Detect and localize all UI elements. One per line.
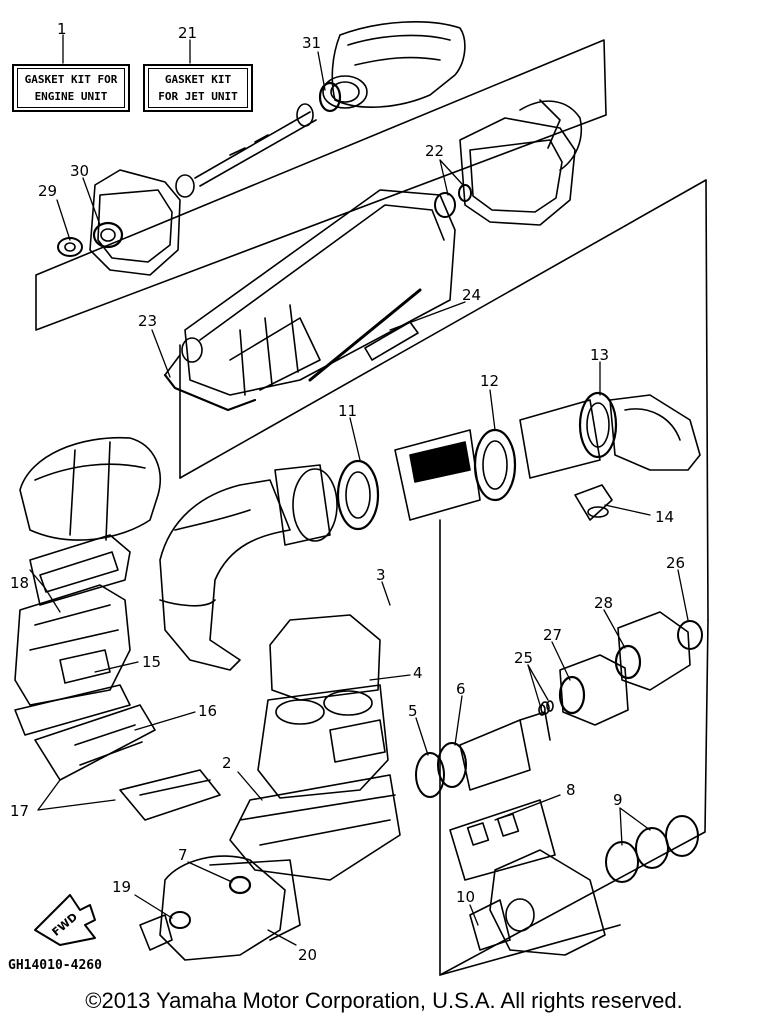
muffler xyxy=(19,436,161,541)
callout-28: 28 xyxy=(594,594,613,612)
callout-14: 14 xyxy=(655,508,674,526)
leader-lines xyxy=(29,34,689,946)
pump-cover-duct xyxy=(163,189,456,412)
crankcase-cover xyxy=(139,855,301,961)
engine-unit-frame xyxy=(439,519,709,976)
callout-8: 8 xyxy=(566,781,576,799)
callout-27: 27 xyxy=(543,626,562,644)
coupler-housing xyxy=(538,611,703,726)
callout-4: 4 xyxy=(413,664,423,682)
callout-30: 30 xyxy=(70,162,89,180)
gasket-kit-jet-line2: FOR JET UNIT xyxy=(158,90,238,103)
water-box-hose xyxy=(159,479,291,671)
callout-23: 23 xyxy=(138,312,157,330)
callout-25: 25 xyxy=(514,649,533,667)
figure-code: GH14010-4260 xyxy=(8,958,102,973)
impeller-housing xyxy=(318,21,466,113)
callout-15: 15 xyxy=(142,653,161,671)
callout-17: 17 xyxy=(10,802,29,820)
callout-22: 22 xyxy=(425,142,444,160)
callout-21: 21 xyxy=(178,24,197,42)
gasket-kit-engine-inner: GASKET KIT FOR ENGINE UNIT xyxy=(17,68,125,108)
gasket-kit-jet-label: GASKET KIT FOR JET UNIT xyxy=(143,64,253,112)
callout-2: 2 xyxy=(222,754,232,772)
callout-10: 10 xyxy=(456,888,475,906)
gasket-kit-jet-line1: GASKET KIT xyxy=(164,73,232,86)
callout-1: 1 xyxy=(57,20,67,38)
jet-unit-frame xyxy=(35,39,709,621)
fwd-arrow-icon xyxy=(34,894,96,946)
intermediate-housing xyxy=(89,169,181,276)
callout-26: 26 xyxy=(666,554,685,572)
exhaust-elbow xyxy=(449,799,699,956)
oil-cap xyxy=(574,484,613,521)
crankshaft xyxy=(415,701,551,798)
callout-24: 24 xyxy=(462,286,481,304)
oil-seal xyxy=(57,237,83,257)
callout-3: 3 xyxy=(376,566,386,584)
exhaust-manifold xyxy=(14,534,221,821)
oil-seal-bore xyxy=(64,242,76,252)
callout-13: 13 xyxy=(590,346,609,364)
callout-31: 31 xyxy=(302,34,321,52)
gasket-kit-engine-line2: ENGINE UNIT xyxy=(34,90,108,103)
callout-29: 29 xyxy=(38,182,57,200)
exhaust-pipe-assembly xyxy=(274,391,701,546)
drive-shaft xyxy=(175,103,317,198)
callout-16: 16 xyxy=(198,702,217,720)
callout-20: 20 xyxy=(298,946,317,964)
copyright-notice: ©2013 Yamaha Motor Corporation, U.S.A. A… xyxy=(85,988,683,1013)
cylinder-block xyxy=(229,614,401,881)
gasket-kit-engine-line1: GASKET KIT FOR xyxy=(24,73,118,86)
callout-7: 7 xyxy=(178,846,188,864)
callout-11: 11 xyxy=(338,402,357,420)
callout-9: 9 xyxy=(613,791,623,809)
callout-12: 12 xyxy=(480,372,499,390)
gasket-kit-jet-inner: GASKET KIT FOR JET UNIT xyxy=(148,68,248,108)
callout-18: 18 xyxy=(10,574,29,592)
jet-pump-unit xyxy=(434,99,582,226)
callout-19: 19 xyxy=(112,878,131,896)
callout-6: 6 xyxy=(456,680,466,698)
gasket-kit-engine-label: GASKET KIT FOR ENGINE UNIT xyxy=(12,64,130,112)
callout-5: 5 xyxy=(408,702,418,720)
fwd-label: FWD xyxy=(50,910,80,938)
